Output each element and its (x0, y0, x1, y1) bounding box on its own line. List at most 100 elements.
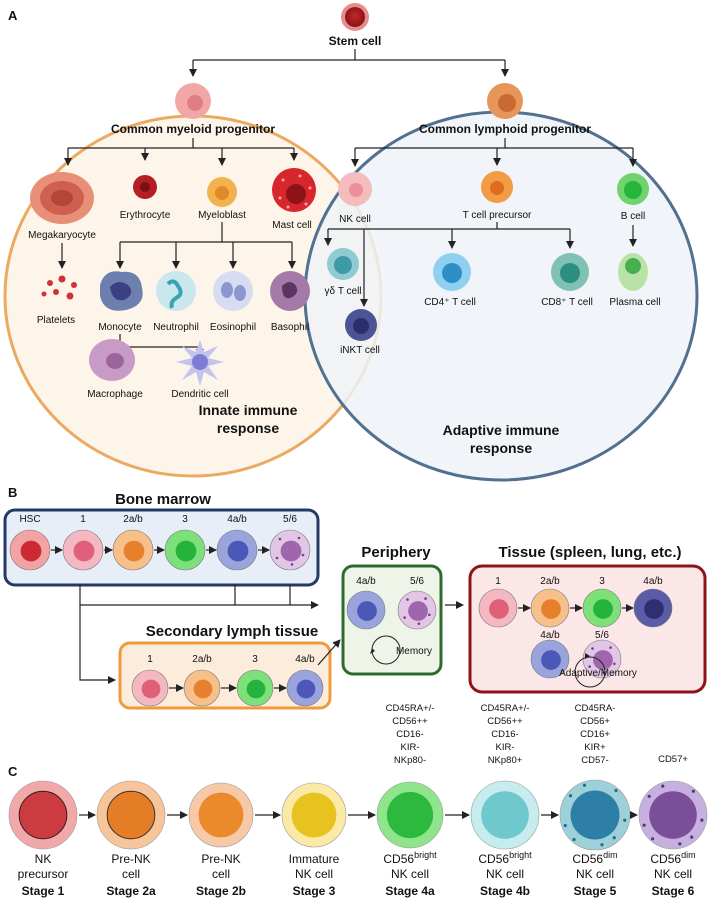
neutrophil-icon (156, 271, 196, 311)
bm-stage-label: 2a/b (123, 514, 143, 525)
secondary-lymph-box (118, 641, 332, 710)
stage-name-line1: CD56bright (383, 850, 437, 866)
cd4-t-cell-label: CD4⁺ T cell (424, 297, 476, 308)
nk-stage-cell (376, 781, 444, 849)
stage-name-line1: Pre-NK (201, 852, 240, 866)
basophil-icon (270, 271, 310, 311)
innate-title-2: response (217, 420, 279, 436)
innate-title-1: Innate immune (199, 402, 298, 418)
nk-stage-cell (8, 780, 78, 850)
stage-name-text: CD56 (572, 852, 603, 866)
bm-stage-label: 5/6 (283, 514, 297, 525)
b-cell-icon (617, 173, 649, 205)
tissue-stage-cell (530, 588, 570, 628)
neutrophil-label: Neutrophil (153, 322, 199, 333)
cmp-branch (68, 138, 294, 149)
adaptive-title-2: response (470, 440, 532, 456)
inkt-cell-icon (345, 309, 377, 341)
periphery-stage-label: 4a/b (356, 576, 376, 587)
adaptive-memory-label: Adaptive/Memory (559, 668, 637, 679)
tissue-stage-label: 1 (495, 576, 501, 587)
tissue-bottom-stage-label: 4a/b (540, 630, 560, 641)
sec-stage-cell (286, 669, 324, 707)
bm-stage-cell (216, 529, 258, 571)
platelets-label: Platelets (37, 315, 75, 326)
bm-stage-label: 1 (80, 514, 86, 525)
cd4-t-cell-icon (433, 253, 471, 291)
sec-stage-label: 1 (147, 654, 153, 665)
stage-name-sup: dim (681, 850, 696, 860)
nk-cell-label: NK cell (339, 214, 371, 225)
periphery-stages: 4a/b 5/6 (346, 576, 437, 630)
t-cell-precursor-icon (481, 171, 513, 203)
periphery-stage-label: 5/6 (410, 576, 424, 587)
stage-name-line1: Pre-NK (111, 852, 150, 866)
stage-number: Stage 5 (574, 884, 617, 898)
megakaryocyte-label: Megakaryocyte (28, 230, 96, 241)
stage-name-text: Pre-NK (111, 852, 150, 866)
marker-text: NKp80+ (488, 755, 523, 766)
arrow-sec-to-periphery (317, 639, 341, 666)
tissue-stage-cell (478, 588, 518, 628)
marker-lists: CD45RA+/-CD56++CD16-KIR-NKp80-CD45RA+/-C… (386, 703, 689, 766)
marker-text: KIR- (496, 742, 515, 753)
marker-text: CD45RA- (575, 703, 616, 714)
marker-text: CD16- (491, 729, 518, 740)
bm-stage-cell (62, 529, 104, 571)
marker-text: CD57+ (658, 754, 688, 765)
stage-number: Stage 6 (652, 884, 695, 898)
sec-stage-label: 2a/b (192, 654, 212, 665)
plasma-cell-label: Plasma cell (609, 297, 660, 308)
stage-name-text: Immature (289, 852, 340, 866)
marker-text: CD57- (581, 755, 608, 766)
cd8-t-cell-label: CD8⁺ T cell (541, 297, 593, 308)
marker-text: CD56+ (580, 716, 610, 727)
adaptive-memory-loop (574, 653, 606, 688)
stage-name-line2: precursor (18, 867, 69, 881)
stage-name-line2: NK cell (654, 867, 692, 881)
dendritic-cell-icon (176, 340, 224, 386)
stage-number: Stage 2b (196, 884, 246, 898)
marker-text: CD45RA+/- (481, 703, 530, 714)
bm-stage-cell (112, 529, 154, 571)
marker-text: NKp80- (394, 755, 426, 766)
tissue-title: Tissue (spleen, lung, etc.) (498, 544, 681, 561)
stage-name-text: NK (35, 852, 52, 866)
stage-name-line2: NK cell (295, 867, 333, 881)
myeloblast-label: Myeloblast (198, 210, 246, 221)
arrow-bm-to-periphery (79, 585, 319, 609)
inkt-cell-label: iNKT cell (340, 345, 380, 356)
panel-b-label: B (8, 485, 17, 500)
gd-t-cell-label: γδ T cell (324, 286, 361, 297)
stage-name-sup: bright (414, 850, 437, 860)
marker-text: CD56++ (487, 716, 523, 727)
stage-name-text: CD56 (478, 852, 509, 866)
stage-number: Stage 2a (106, 884, 156, 898)
stage-number: Stage 4a (385, 884, 435, 898)
nk-stage-cell (188, 782, 254, 848)
stage-name-text: CD56 (650, 852, 681, 866)
gd-t-cell-icon (327, 248, 359, 280)
platelets-icon (41, 275, 77, 300)
stage-name-line2: NK cell (486, 867, 524, 881)
cd8-t-cell-icon (551, 253, 589, 291)
megakaryocyte-icon (30, 172, 94, 224)
sec-stage-cell (131, 669, 169, 707)
periphery-title: Periphery (361, 544, 431, 561)
stage-name-line1: CD56bright (478, 850, 532, 866)
nk-cell-icon (338, 172, 372, 206)
b-cell-label: B cell (621, 211, 645, 222)
stem-branch (193, 49, 505, 61)
cmp-label: Common myeloid progenitor (111, 122, 275, 136)
stage-name-line2: NK cell (391, 867, 429, 881)
stage-number: Stage 4b (480, 884, 530, 898)
nk-stage-cell (559, 779, 631, 851)
sec-stage-label: 3 (252, 654, 258, 665)
clp-cell-icon (487, 83, 523, 119)
stem-cell-label: Stem cell (329, 34, 382, 48)
mast-cell-label: Mast cell (272, 220, 311, 231)
tissue-bottom-stage-cell (582, 639, 622, 679)
